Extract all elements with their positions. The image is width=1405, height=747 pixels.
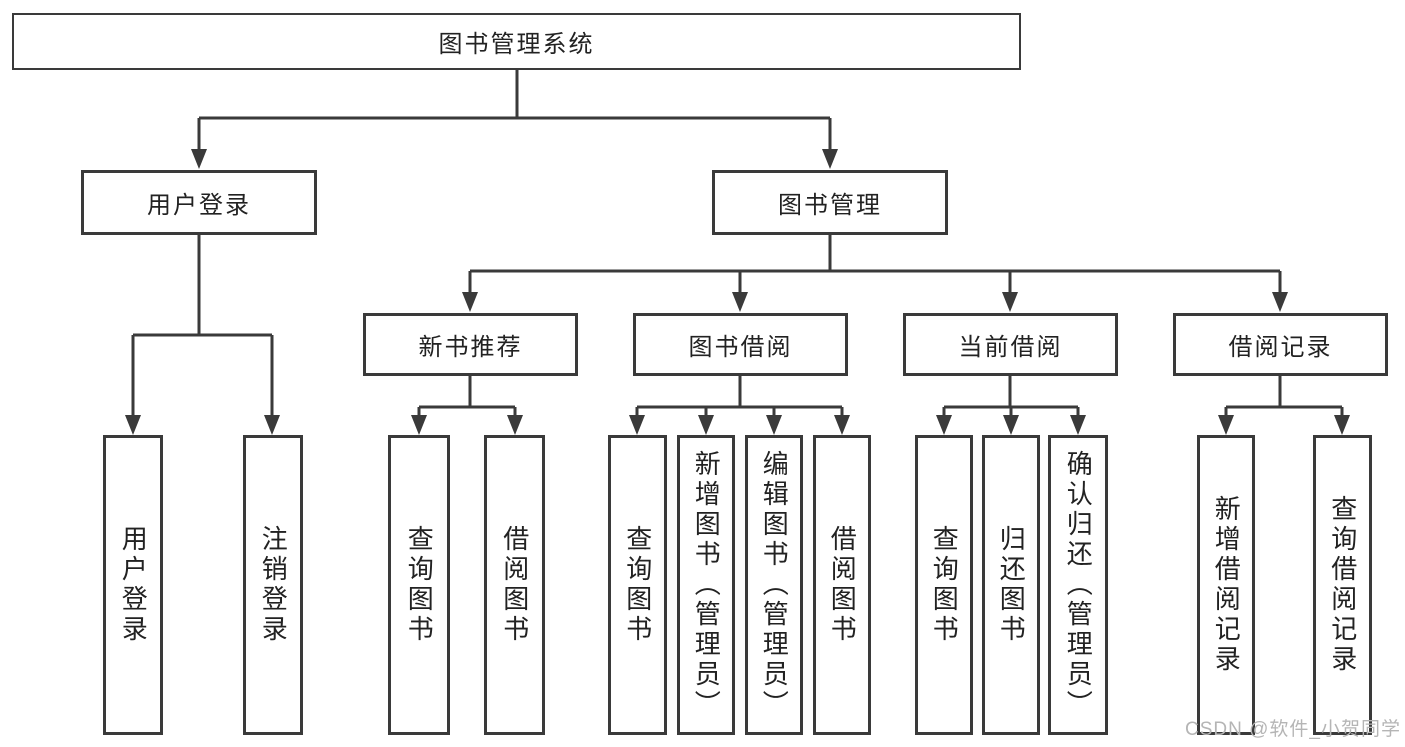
node-label: 注销登录 <box>258 525 289 645</box>
node-label: 编辑图书（管理员） <box>759 450 790 720</box>
leaf-confirm-return-admin: 确认归还（管理员） <box>1048 435 1108 735</box>
node-book-borrowing: 图书借阅 <box>633 313 848 376</box>
node-label: 查询借阅记录 <box>1327 495 1358 675</box>
node-label: 图书管理 <box>778 192 882 219</box>
node-book-management: 图书管理 <box>712 170 948 235</box>
leaf-query-books-current: 查询图书 <box>915 435 973 735</box>
leaf-query-books-borrowing: 查询图书 <box>608 435 667 735</box>
leaf-logout: 注销登录 <box>243 435 303 735</box>
leaf-add-book-admin: 新增图书（管理员） <box>677 435 735 735</box>
node-label: 借阅图书 <box>499 525 530 645</box>
node-library-management-system: 图书管理系统 <box>12 13 1021 70</box>
node-user-login: 用户登录 <box>81 170 317 235</box>
leaf-edit-book-admin: 编辑图书（管理员） <box>745 435 803 735</box>
leaf-return-books: 归还图书 <box>982 435 1040 735</box>
node-current-borrowing: 当前借阅 <box>903 313 1118 376</box>
node-label: 当前借阅 <box>958 334 1063 361</box>
node-label: 新增借阅记录 <box>1211 495 1242 675</box>
leaf-user-login: 用户登录 <box>103 435 163 735</box>
csdn-watermark: CSDN @软件_小贺同学 <box>1185 719 1401 740</box>
node-label: 用户登录 <box>147 192 251 219</box>
leaf-borrow-books-borrowing: 借阅图书 <box>813 435 871 735</box>
node-borrowing-records: 借阅记录 <box>1173 313 1388 376</box>
leaf-query-borrow-record: 查询借阅记录 <box>1313 435 1372 735</box>
node-label: 新书推荐 <box>418 334 523 361</box>
node-label: 查询图书 <box>929 525 960 645</box>
node-label: 图书管理系统 <box>438 31 595 58</box>
node-label: 借阅记录 <box>1228 334 1333 361</box>
node-label: 查询图书 <box>404 525 435 645</box>
node-label: 查询图书 <box>622 525 653 645</box>
node-label: 新增图书（管理员） <box>691 450 722 720</box>
leaf-borrow-books-recommend: 借阅图书 <box>484 435 545 735</box>
node-label: 图书借阅 <box>688 334 793 361</box>
leaf-add-borrow-record: 新增借阅记录 <box>1197 435 1255 735</box>
leaf-query-books-recommend: 查询图书 <box>388 435 450 735</box>
node-label: 借阅图书 <box>827 525 858 645</box>
node-new-book-recommend: 新书推荐 <box>363 313 578 376</box>
node-label: 确认归还（管理员） <box>1063 450 1094 720</box>
node-label: 归还图书 <box>996 525 1027 645</box>
node-label: 用户登录 <box>118 525 149 645</box>
